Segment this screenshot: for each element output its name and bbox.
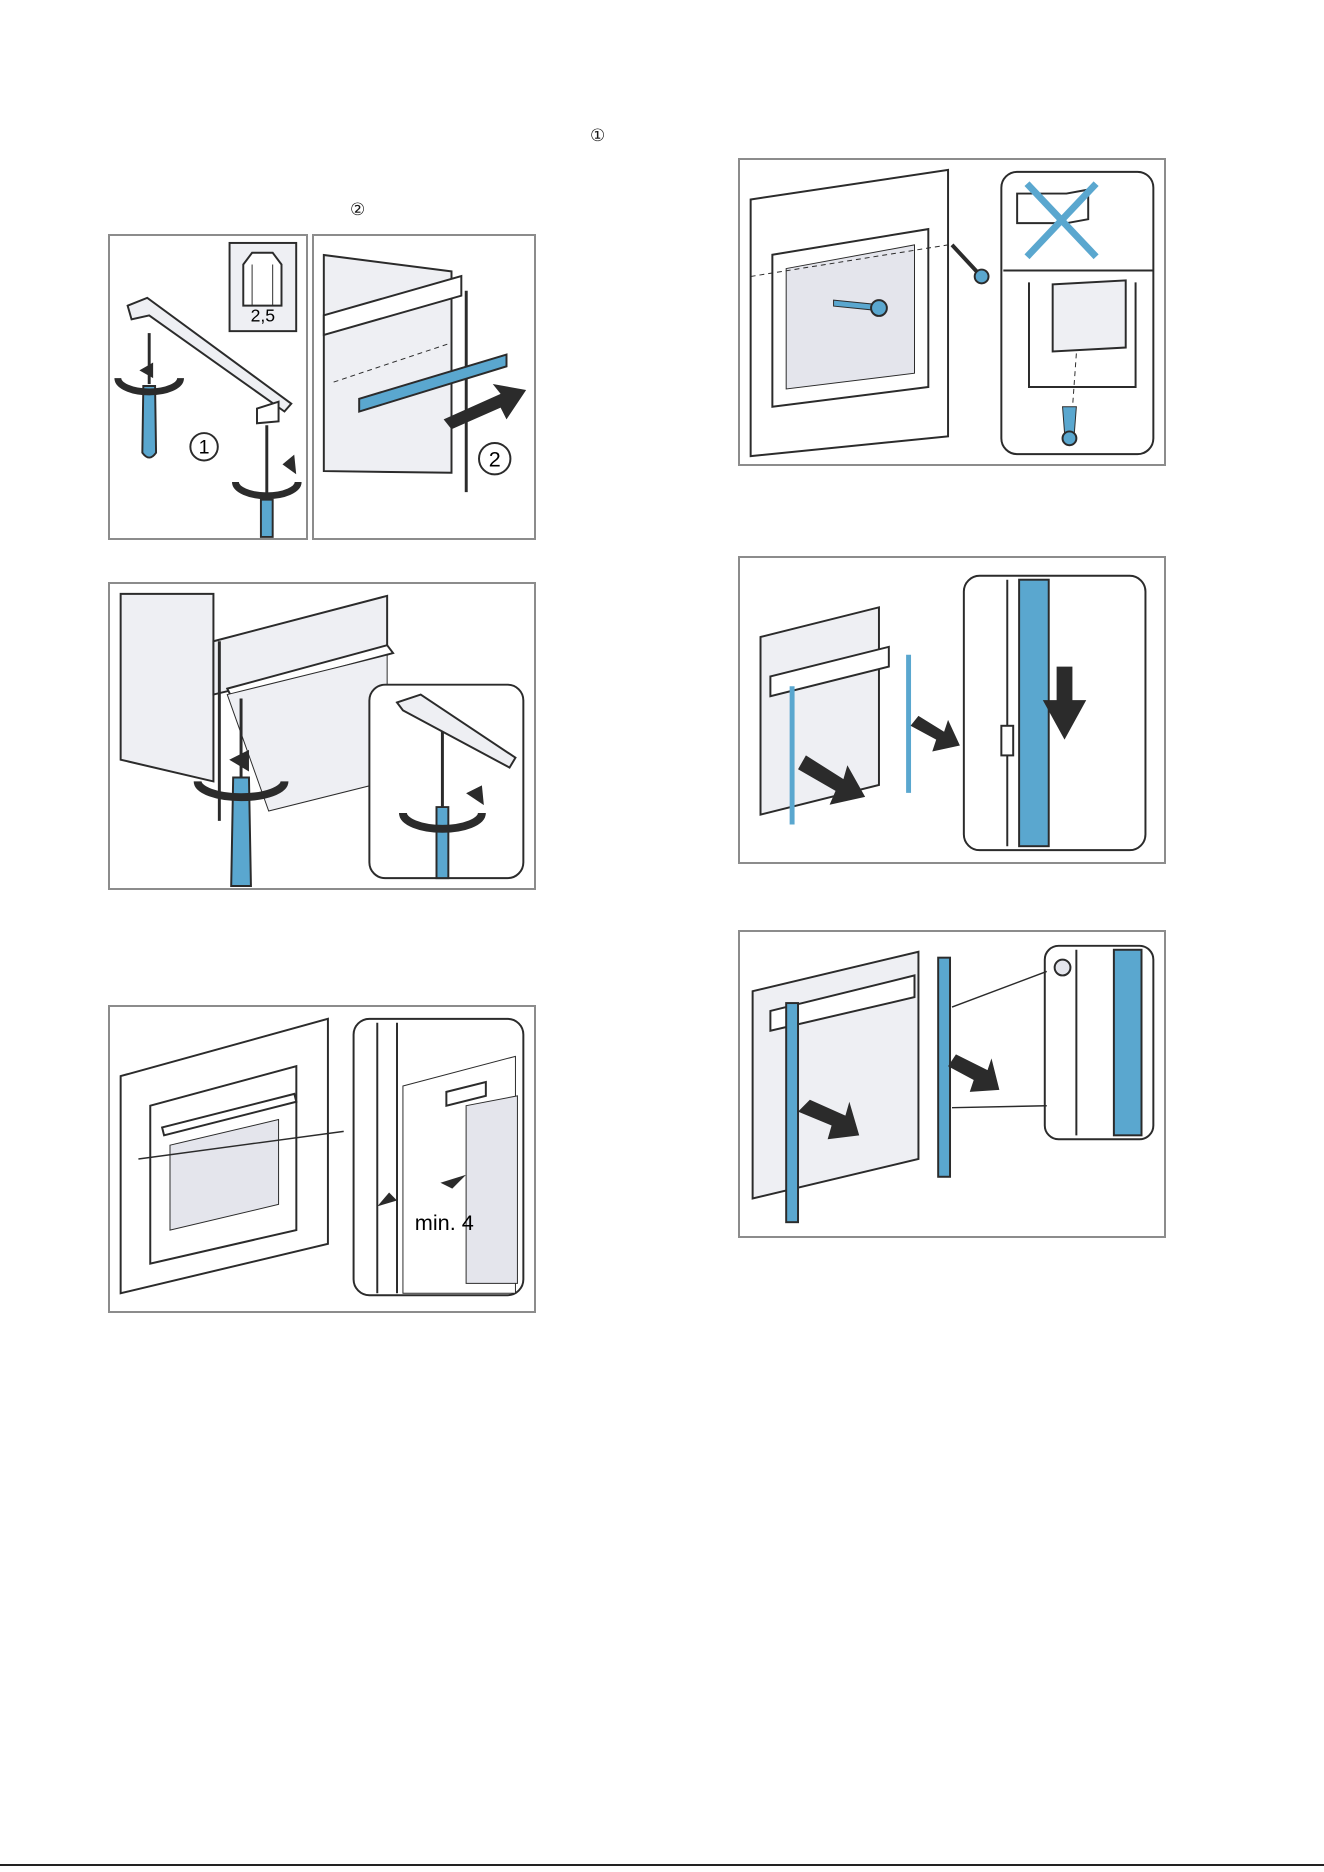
figure-bar-mount: 2 [312, 234, 536, 540]
figure-screw-bar [108, 582, 536, 890]
step-circle-1-label: 1 [199, 437, 210, 459]
step-marker-1: ① [590, 126, 605, 146]
screw-icon [871, 300, 887, 316]
step-marker-2: ② [350, 200, 365, 220]
hex-size-label: 2,5 [251, 305, 276, 325]
figure-cabinet-screw [738, 158, 1166, 466]
handle-unscrew-illustration: 2,5 1 [110, 236, 306, 538]
figure-min-gap: min. 4 [108, 1005, 536, 1313]
figure-strips-attach [738, 930, 1166, 1238]
min-gap-label: min. 4 [415, 1210, 474, 1235]
step-circle-2-label: 2 [489, 447, 501, 472]
hex-key-icon [243, 253, 281, 306]
screwdriver-icon [142, 386, 156, 458]
footer-rule [0, 1864, 1324, 1866]
figure-handle-unscrew: 2,5 1 [108, 234, 308, 540]
rotate-arrow-icon [139, 363, 153, 379]
push-arrow-icon [444, 384, 526, 429]
figure-side-strips [738, 556, 1166, 864]
